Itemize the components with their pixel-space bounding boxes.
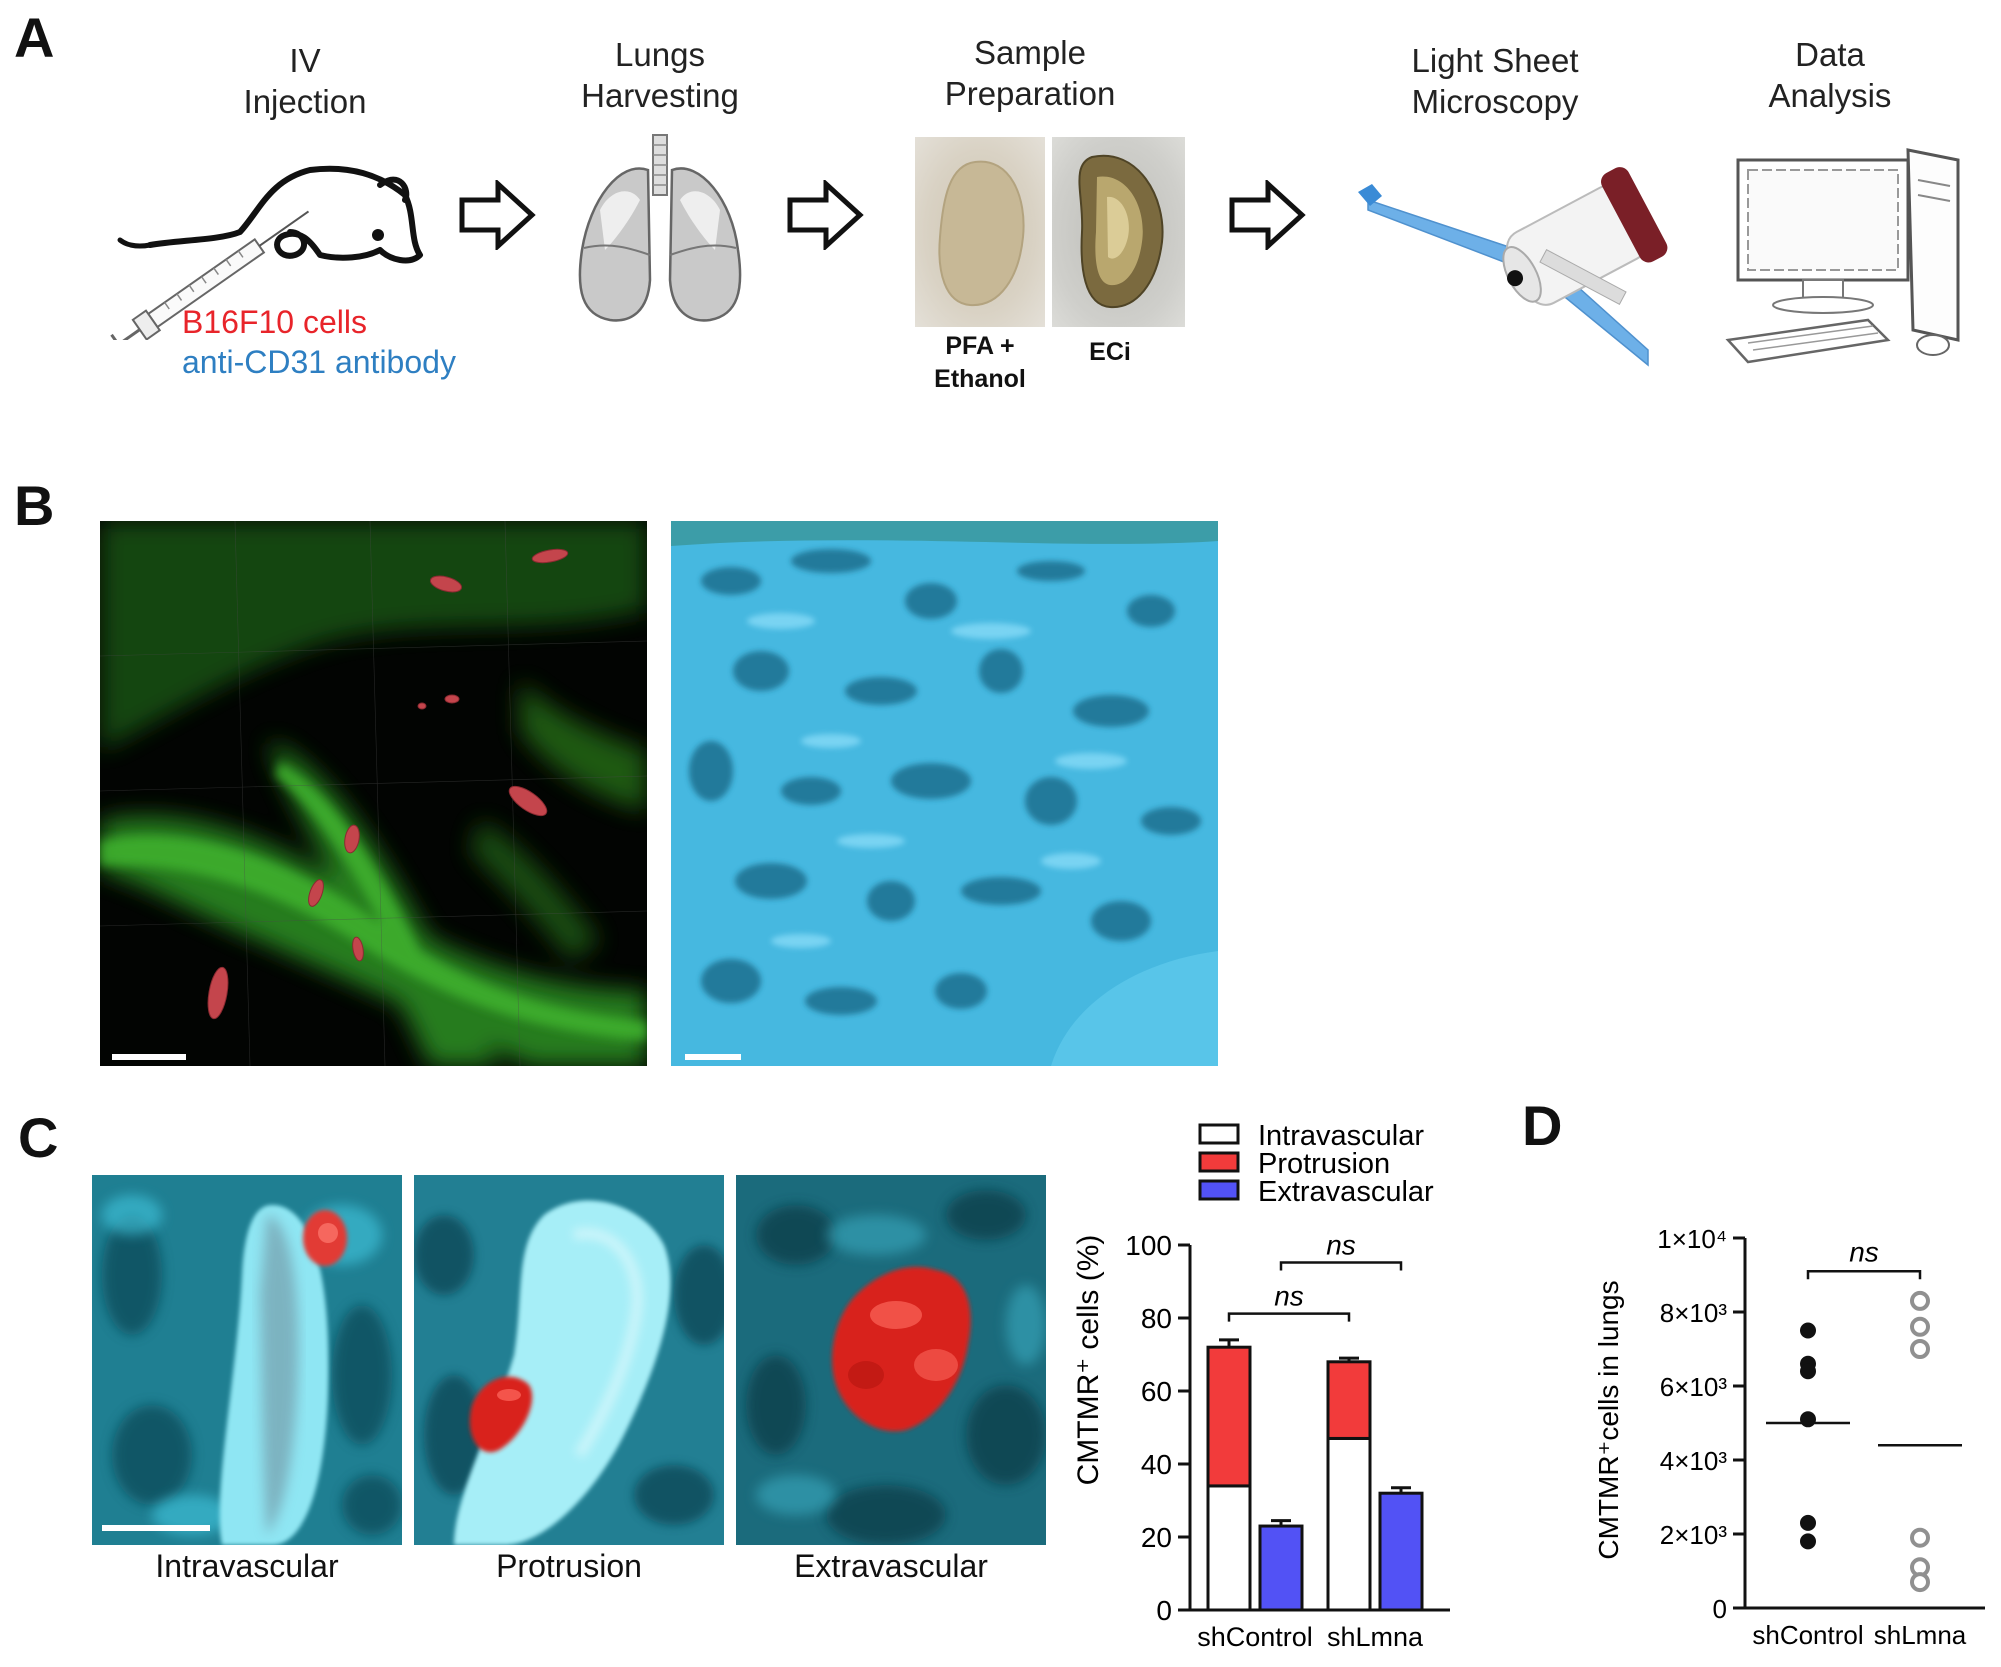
data-point <box>1800 1322 1816 1339</box>
y-tick-label: 100 <box>1125 1230 1172 1261</box>
y-axis-label: CMTMR⁺cells in lungs <box>1593 1280 1624 1559</box>
significance-label: ns <box>1849 1236 1879 1267</box>
render-intravascular <box>92 1175 402 1545</box>
significance-bracket <box>1279 1261 1403 1271</box>
render-protrusion <box>414 1175 724 1545</box>
sample-photo-pfa <box>915 137 1045 327</box>
chart-annotations: ns <box>1806 1236 1922 1280</box>
y-axis-label: CMTMR⁺ cells (%) <box>1072 1235 1105 1486</box>
data-point <box>1800 1514 1816 1531</box>
bar-extravascular <box>1378 1491 1424 1612</box>
legend-swatch <box>1198 1179 1240 1201</box>
computer-illustration <box>1725 148 1960 364</box>
y-tick-label: 0 <box>1156 1595 1172 1626</box>
y-tick-label: 1×10⁴ <box>1657 1224 1727 1254</box>
y-tick-label: 6×10³ <box>1660 1372 1728 1402</box>
y-tick-label: 4×10³ <box>1660 1446 1728 1476</box>
significance-label: ns <box>1274 1281 1304 1312</box>
significance-label: ns <box>1326 1230 1356 1261</box>
injection-cells-label: B16F10 cells <box>182 304 367 340</box>
arrow-right-icon <box>1229 180 1306 250</box>
light-sheet-microscope-illustration <box>1358 167 1668 367</box>
data-point <box>1910 1316 1930 1337</box>
bar-protrusion <box>1326 1360 1372 1440</box>
microscopy-image-vessel-surface <box>671 521 1218 1066</box>
bar-intravascular <box>1326 1436 1372 1612</box>
significance-bracket <box>1806 1270 1922 1280</box>
caption-protrusion: Protrusion <box>496 1548 642 1584</box>
panel-letter-c: C <box>18 1106 59 1169</box>
legend-label: Extravascular <box>1258 1176 1434 1208</box>
injection-antibody-label: anti-CD31 antibody <box>182 344 456 380</box>
bar-protrusion <box>1206 1345 1252 1488</box>
mouse-injection-illustration <box>110 165 423 340</box>
y-tick-label: 8×10³ <box>1660 1298 1728 1328</box>
legend-label: Protrusion <box>1258 1148 1390 1180</box>
caption-extravascular: Extravascular <box>794 1548 988 1584</box>
chart-axes: 0 2×10³ 4×10³ 6×10³ 8×10³ 1×10⁴ shControl shLmn… <box>1657 1224 1985 1650</box>
panel-letter-a: A <box>14 6 55 69</box>
sample-eci-label: ECi <box>1089 338 1131 366</box>
bar-extravascular <box>1258 1524 1304 1612</box>
scale-bar <box>102 1525 210 1531</box>
lungs-illustration <box>578 134 742 322</box>
data-point <box>1800 1411 1816 1428</box>
y-tick-label: 60 <box>1141 1376 1172 1407</box>
x-tick-label: shControl <box>1752 1620 1863 1650</box>
scale-bar <box>112 1054 186 1060</box>
y-tick-label: 80 <box>1141 1303 1172 1334</box>
data-point <box>1910 1290 1930 1311</box>
y-tick-label: 2×10³ <box>1660 1520 1728 1550</box>
data-point <box>1800 1533 1816 1550</box>
y-tick-label: 40 <box>1141 1449 1172 1480</box>
render-extravascular <box>736 1175 1046 1545</box>
data-point <box>1910 1527 1930 1548</box>
legend-swatch <box>1198 1123 1240 1145</box>
data-point <box>1910 1572 1930 1593</box>
significance-bracket <box>1227 1312 1351 1322</box>
sample-photo-eci <box>1052 137 1185 327</box>
chart-points <box>1766 1290 1962 1593</box>
arrow-right-icon <box>787 180 864 250</box>
y-tick-label: 0 <box>1713 1594 1727 1624</box>
panel-letter-b: B <box>14 474 55 537</box>
bar-intravascular <box>1206 1484 1252 1612</box>
x-tick-label: shLmna <box>1327 1622 1424 1652</box>
caption-intravascular: Intravascular <box>155 1548 339 1584</box>
scatter-dot-chart: 0 2×10³ 4×10³ 6×10³ 8×10³ 1×10⁴ shControl shLmn… <box>1593 1224 1985 1650</box>
sample-pfa-label: PFA +Ethanol <box>934 332 1026 393</box>
panel-letter-d: D <box>1522 1094 1563 1157</box>
x-tick-label: shLmna <box>1874 1620 1967 1650</box>
microscopy-image-cells-vessels <box>100 521 647 1066</box>
arrow-right-icon <box>459 180 536 250</box>
y-tick-label: 20 <box>1141 1522 1172 1553</box>
data-point <box>1800 1363 1816 1380</box>
chart-bars <box>1206 1338 1424 1612</box>
x-tick-label: shControl <box>1197 1622 1313 1652</box>
legend-swatch <box>1198 1151 1240 1173</box>
scale-bar <box>685 1054 741 1060</box>
legend-label: Intravascular <box>1258 1120 1424 1152</box>
data-point <box>1910 1339 1930 1359</box>
